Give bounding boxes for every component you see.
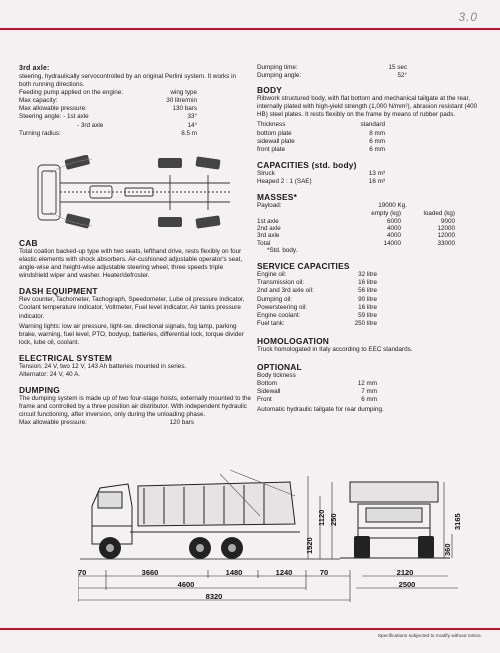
dim-2120: 2120 (397, 568, 414, 577)
cab-heading: CAB (19, 238, 38, 248)
payload-row: Payload:19000 Kg. (257, 202, 407, 210)
capacities-heading: CAPACITIES (std. body) (257, 159, 357, 170)
axle3-spec-row: Feeding pump applied on the engine:wing … (19, 89, 197, 97)
dim-1480: 1480 (226, 568, 243, 577)
homologation-text: Truck homologated in Italy according to … (257, 345, 413, 353)
cab-text: Total coation backed-up type with two se… (19, 248, 243, 280)
service-heading: SERVICE CAPACITIES (257, 261, 350, 272)
service-row: 2nd and 3rd axle oil:56 litre (257, 287, 377, 295)
axle3-spec-row: Max capacity:30 litre/min (19, 97, 197, 105)
service-row: Engine oil:32 litre (257, 271, 377, 279)
dumping-section: DUMPING The dumping system is made up of… (19, 385, 252, 427)
service-section: SERVICE CAPACITIES Engine oil:32 litre T… (257, 261, 481, 328)
service-row: Fuel tank:250 litre (257, 319, 377, 327)
dimension-lines: 1670 3660 1480 1240 70 4600 8320 2120 25… (78, 568, 458, 602)
electrical-section: ELECTRICAL SYSTEM Tension: 24 V, two 12 … (19, 353, 252, 379)
optional-heading: OPTIONAL (257, 362, 302, 372)
dash-heading: DASH EQUIPMENT (19, 286, 98, 297)
dim-3165: 3165 (453, 513, 462, 530)
masses-heading: MASSES* (257, 192, 298, 203)
dim-250: 250 (329, 513, 338, 526)
optional-subheading: Body tickness (257, 372, 296, 379)
masses-note: *Std. body. (267, 247, 298, 255)
dim-1670: 1670 (78, 568, 86, 577)
masses-section: MASSES* Payload:19000 Kg. empty (kg) loa… (257, 192, 481, 255)
homologation-heading: HOMOLOGATION (257, 335, 330, 346)
chassis-top-view-drawing (37, 155, 230, 229)
axle3-section: 3rd axle: steering, hydraulically servoc… (19, 64, 252, 138)
left-column: 3rd axle: steering, hydraulically servoc… (19, 64, 252, 138)
electrical-text-2: Alternator: 24 V, 40 A. (19, 371, 81, 379)
body-section: BODY Ribwork structured body, with flat … (257, 85, 481, 154)
dim-8320: 8320 (206, 592, 223, 601)
axle3-heading: 3rd axle: (19, 65, 50, 72)
dash-text-1: Rev counter, Tachometer, Tachograph, Spe… (19, 296, 245, 320)
dim-1240: 1240 (276, 568, 293, 577)
dim-2500: 2500 (399, 580, 416, 589)
dump-angle-row: Dumping angle:52° (257, 72, 407, 80)
dim-4600: 4600 (178, 580, 195, 589)
dash-text-2: Warning lights: low air pressure, light-… (19, 322, 244, 346)
dim-1520: 1520 (305, 537, 314, 554)
cab-section: CAB Total coation backed-up type with tw… (19, 238, 252, 280)
dash-section: DASH EQUIPMENT Rev counter, Tachometer, … (19, 286, 252, 347)
dump-time-row: Dumping time:15 sec (257, 64, 407, 71)
service-row: Dumping oil:90 litre (257, 295, 377, 303)
electrical-heading: ELECTRICAL SYSTEM (19, 352, 113, 363)
page-corner-mark: 3.0 (458, 10, 478, 24)
service-row: Transmission oil:16 litre (257, 279, 377, 287)
optional-text: Automatic hydraulic tailgate for rear du… (257, 406, 384, 414)
top-red-rule (0, 28, 500, 30)
right-column: Dumping time:15 sec Dumping angle:52° BO… (257, 64, 481, 414)
left-column-lower: CAB Total coation backed-up type with tw… (19, 238, 252, 428)
axle3-spec-row: Turning radius:8.5 m (19, 129, 197, 137)
capacity-row: Heaped 2 : 1 (SAE)16 m³ (257, 177, 385, 185)
dim-1120: 1120 (317, 510, 326, 526)
homologation-section: HOMOLOGATION Truck homologated in Italy … (257, 336, 481, 354)
service-row: Engine coolant:59 litre (257, 311, 377, 319)
footnote: Specifications subjected to modify witho… (377, 634, 482, 639)
dumping-text: The dumping system is made up of two fou… (19, 395, 252, 419)
truck-front-view-drawing: 3165 360 (340, 481, 462, 559)
axle3-text: steering, hydraulically servocontrolled … (19, 73, 236, 89)
service-row: Powersteering oil:16 litre (257, 303, 377, 311)
electrical-text-1: Tension: 24 V, two 12 V, 143 Ah batterie… (19, 362, 187, 370)
dim-360: 360 (443, 543, 452, 556)
body-heading: BODY (257, 85, 282, 96)
masses-header-row: empty (kg) loaded (kg) (371, 210, 455, 218)
dim-3660: 3660 (142, 568, 159, 577)
dumping-pressure-row: Max allowable pressure:120 bars (19, 419, 194, 427)
bottom-red-rule (0, 628, 500, 630)
axle3-spec-row: Max allowable pressure:130 bars (19, 105, 197, 113)
body-text: Ribwork structured body, with flat botto… (257, 95, 478, 119)
dim-70: 70 (320, 568, 328, 577)
truck-side-view-drawing: 1520 1120 250 (80, 469, 340, 560)
dumping-heading: DUMPING (19, 385, 60, 396)
